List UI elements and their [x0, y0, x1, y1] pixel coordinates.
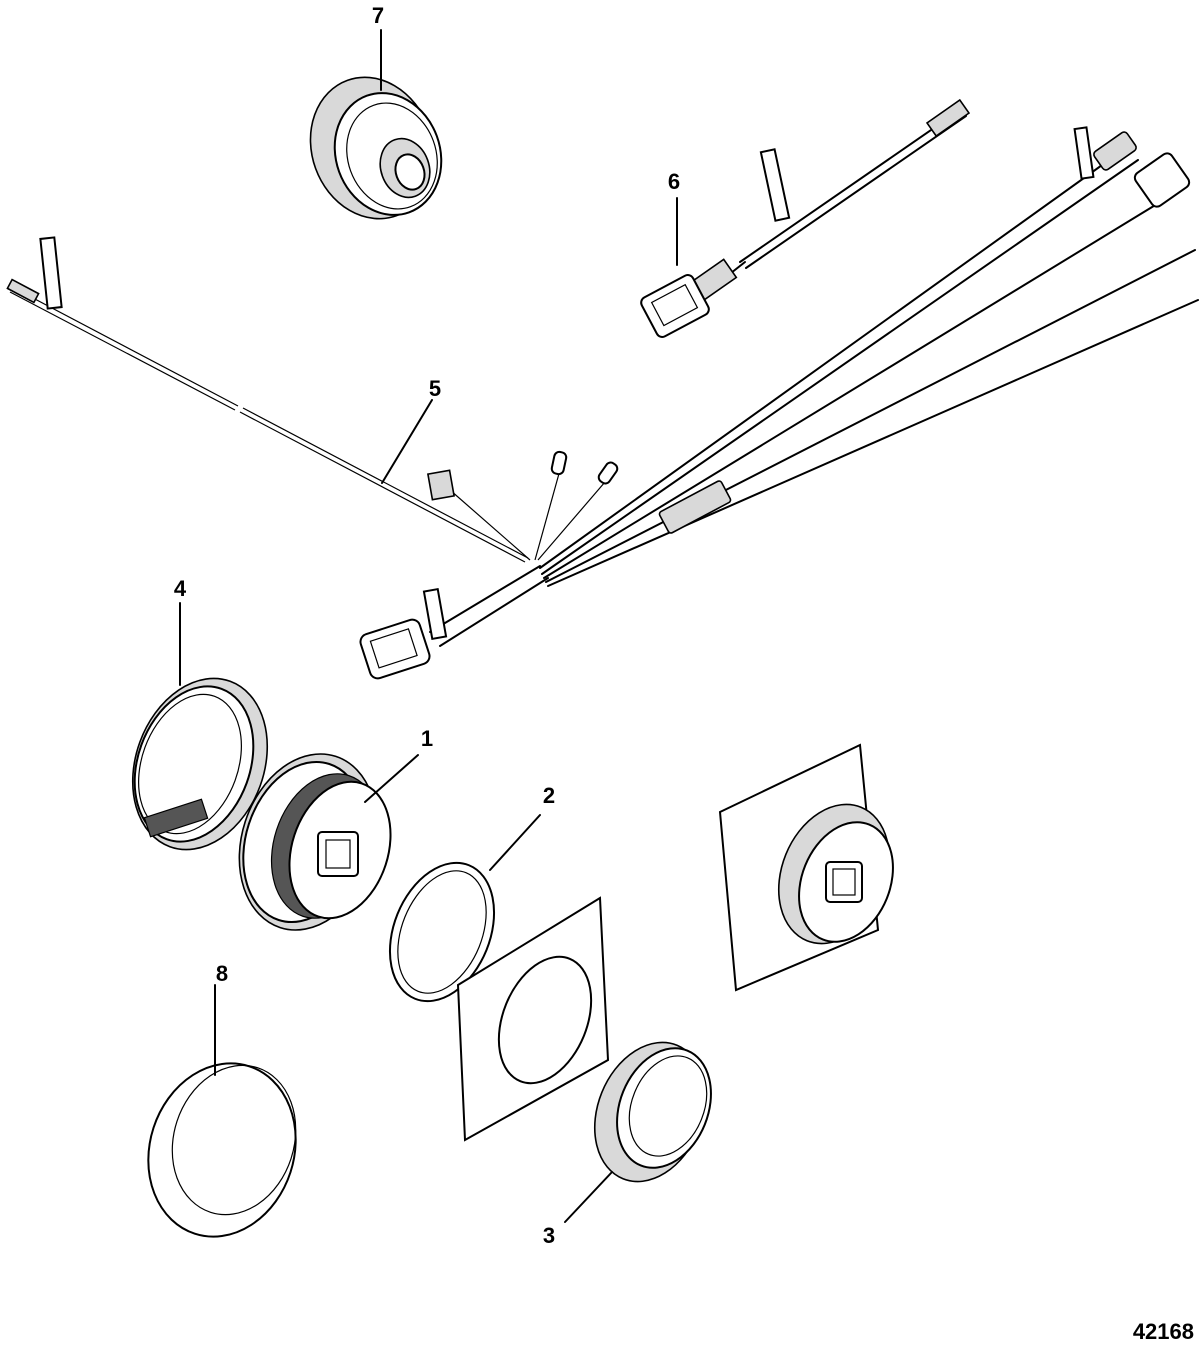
- main-harness-part: [6, 126, 1199, 680]
- callout-label-3: 3: [542, 1223, 556, 1248]
- adapter-harness-part: [640, 98, 971, 338]
- bezel-part: [131, 677, 269, 851]
- callout-label-7: 7: [371, 3, 385, 28]
- leader-line-3: [564, 1171, 613, 1223]
- gasket-part: [388, 861, 496, 1003]
- leader-line-2: [489, 814, 541, 871]
- grommet-part: [309, 76, 443, 220]
- callout-label-1: 1: [420, 726, 434, 751]
- callout-label-6: 6: [667, 169, 681, 194]
- callout-label-2: 2: [542, 783, 556, 808]
- figure-number: 42168: [1132, 1319, 1194, 1344]
- mounting-nut-part: [593, 1041, 712, 1183]
- callout-label-8: 8: [215, 961, 229, 986]
- callout-label-5: 5: [428, 376, 442, 401]
- leader-line-1: [364, 754, 419, 803]
- dash-panel-center: [456, 896, 610, 1142]
- leader-line-5: [381, 399, 433, 484]
- gauge-part: [238, 753, 392, 931]
- assembled-view: [718, 743, 894, 992]
- callout-label-4: 4: [173, 576, 187, 601]
- cover-cap-part: [147, 1062, 297, 1238]
